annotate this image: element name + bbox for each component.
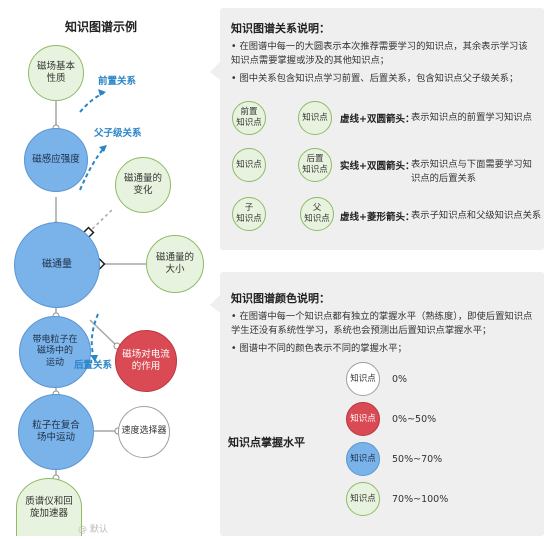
colors-bullet-1: • 在图谱中每一个知识点都有独立的掌握水平（熟练度），即使后置知识点学生还没有系… [231, 311, 533, 337]
relations-panel: 知识图谱关系说明： • 在图谱中每一的大圆表示本次推荐需要学习的知识点，其余表示… [220, 8, 544, 250]
legend-title: 知识点掌握水平 [228, 436, 305, 449]
relation-desc-2: 表示知识点与下面需要学习知识点的后置关系 [411, 159, 532, 184]
node-particle-compound-field[interactable]: 粒子在复合 场中运动 [18, 394, 94, 470]
node-field-on-current[interactable]: 磁场对电流 的作用 [115, 330, 177, 392]
legend-knowledge-node: 知识点 [232, 148, 266, 182]
edge-flux-change [87, 209, 113, 234]
level-range-3: 70%~100% [392, 494, 449, 505]
arrow-parent-child [79, 147, 105, 191]
label-prereq: 前置关系 [98, 76, 137, 87]
node-flux-magnitude[interactable]: 磁通量的 大小 [146, 235, 204, 293]
arrow-postreq [90, 313, 99, 359]
panel-pointer [210, 62, 220, 80]
legend-postreq-node: 后置 知识点 [298, 148, 332, 182]
colors-bullet-2: • 图谱中不同的颜色表示不同的掌握水平； [231, 343, 407, 354]
node-flux[interactable]: 磁通量 [14, 222, 100, 308]
level-range-2: 50%~70% [392, 454, 443, 465]
node-flux-change[interactable]: 磁通量的 变化 [115, 157, 171, 213]
label-postreq: 后置关系 [74, 360, 113, 371]
legend-prereq-node: 前置 知识点 [232, 101, 266, 135]
node-magnetic-induction[interactable]: 磁感应强度 [24, 128, 88, 192]
legend-knowledge-node: 知识点 [298, 101, 332, 135]
node-charged-particle-motion[interactable]: 带电粒子在 磁场中的 运动 [19, 316, 91, 388]
level-node-2: 知识点 [346, 442, 380, 476]
level-node-3: 知识点 [346, 482, 380, 516]
colors-title: 知识图谱颜色说明： [231, 292, 330, 305]
arrow-prereq [79, 92, 105, 113]
node-mass-spec-cyclotron[interactable]: 质谱仪和回 旋加速器 [16, 478, 82, 536]
level-node-1: 知识点 [346, 402, 380, 436]
watermark: @ 默认 [78, 525, 108, 535]
relation-label-3: 虚线+菱形箭头： [340, 212, 415, 223]
relation-desc-3: 表示子知识点和父级知识点关系 [411, 210, 542, 221]
relations-bullet-2: • 图中关系包含知识点学习前置、后置关系，包含知识点父子级关系； [231, 73, 519, 84]
relation-desc-1: 表示知识点的前置学习知识点 [411, 112, 532, 123]
relation-label-2: 实线+双圆箭头： [340, 161, 415, 172]
legend-parent-node: 父 知识点 [300, 197, 334, 231]
relation-label-1: 虚线+双圆箭头： [340, 114, 415, 125]
colors-panel: 知识图谱颜色说明： • 在图谱中每一个知识点都有独立的掌握水平（熟练度），即使后… [220, 272, 544, 536]
level-range-0: 0% [392, 374, 408, 385]
relations-title: 知识图谱关系说明： [231, 22, 330, 35]
level-node-0: 知识点 [346, 362, 380, 396]
relations-bullet-1: • 在图谱中每一的大圆表示本次推荐需要学习的知识点，其余表示学习该知识点需要掌握… [231, 41, 528, 67]
label-parent-child: 父子级关系 [94, 128, 142, 139]
graph-title: 知识图谱示例 [65, 20, 138, 34]
level-range-1: 0%~50% [392, 414, 437, 425]
node-magnetic-field-basic[interactable]: 磁场基本 性质 [28, 45, 84, 101]
panel-pointer [210, 295, 220, 313]
node-velocity-selector[interactable]: 速度选择器 [118, 406, 170, 458]
legend-child-node: 子 知识点 [232, 197, 266, 231]
